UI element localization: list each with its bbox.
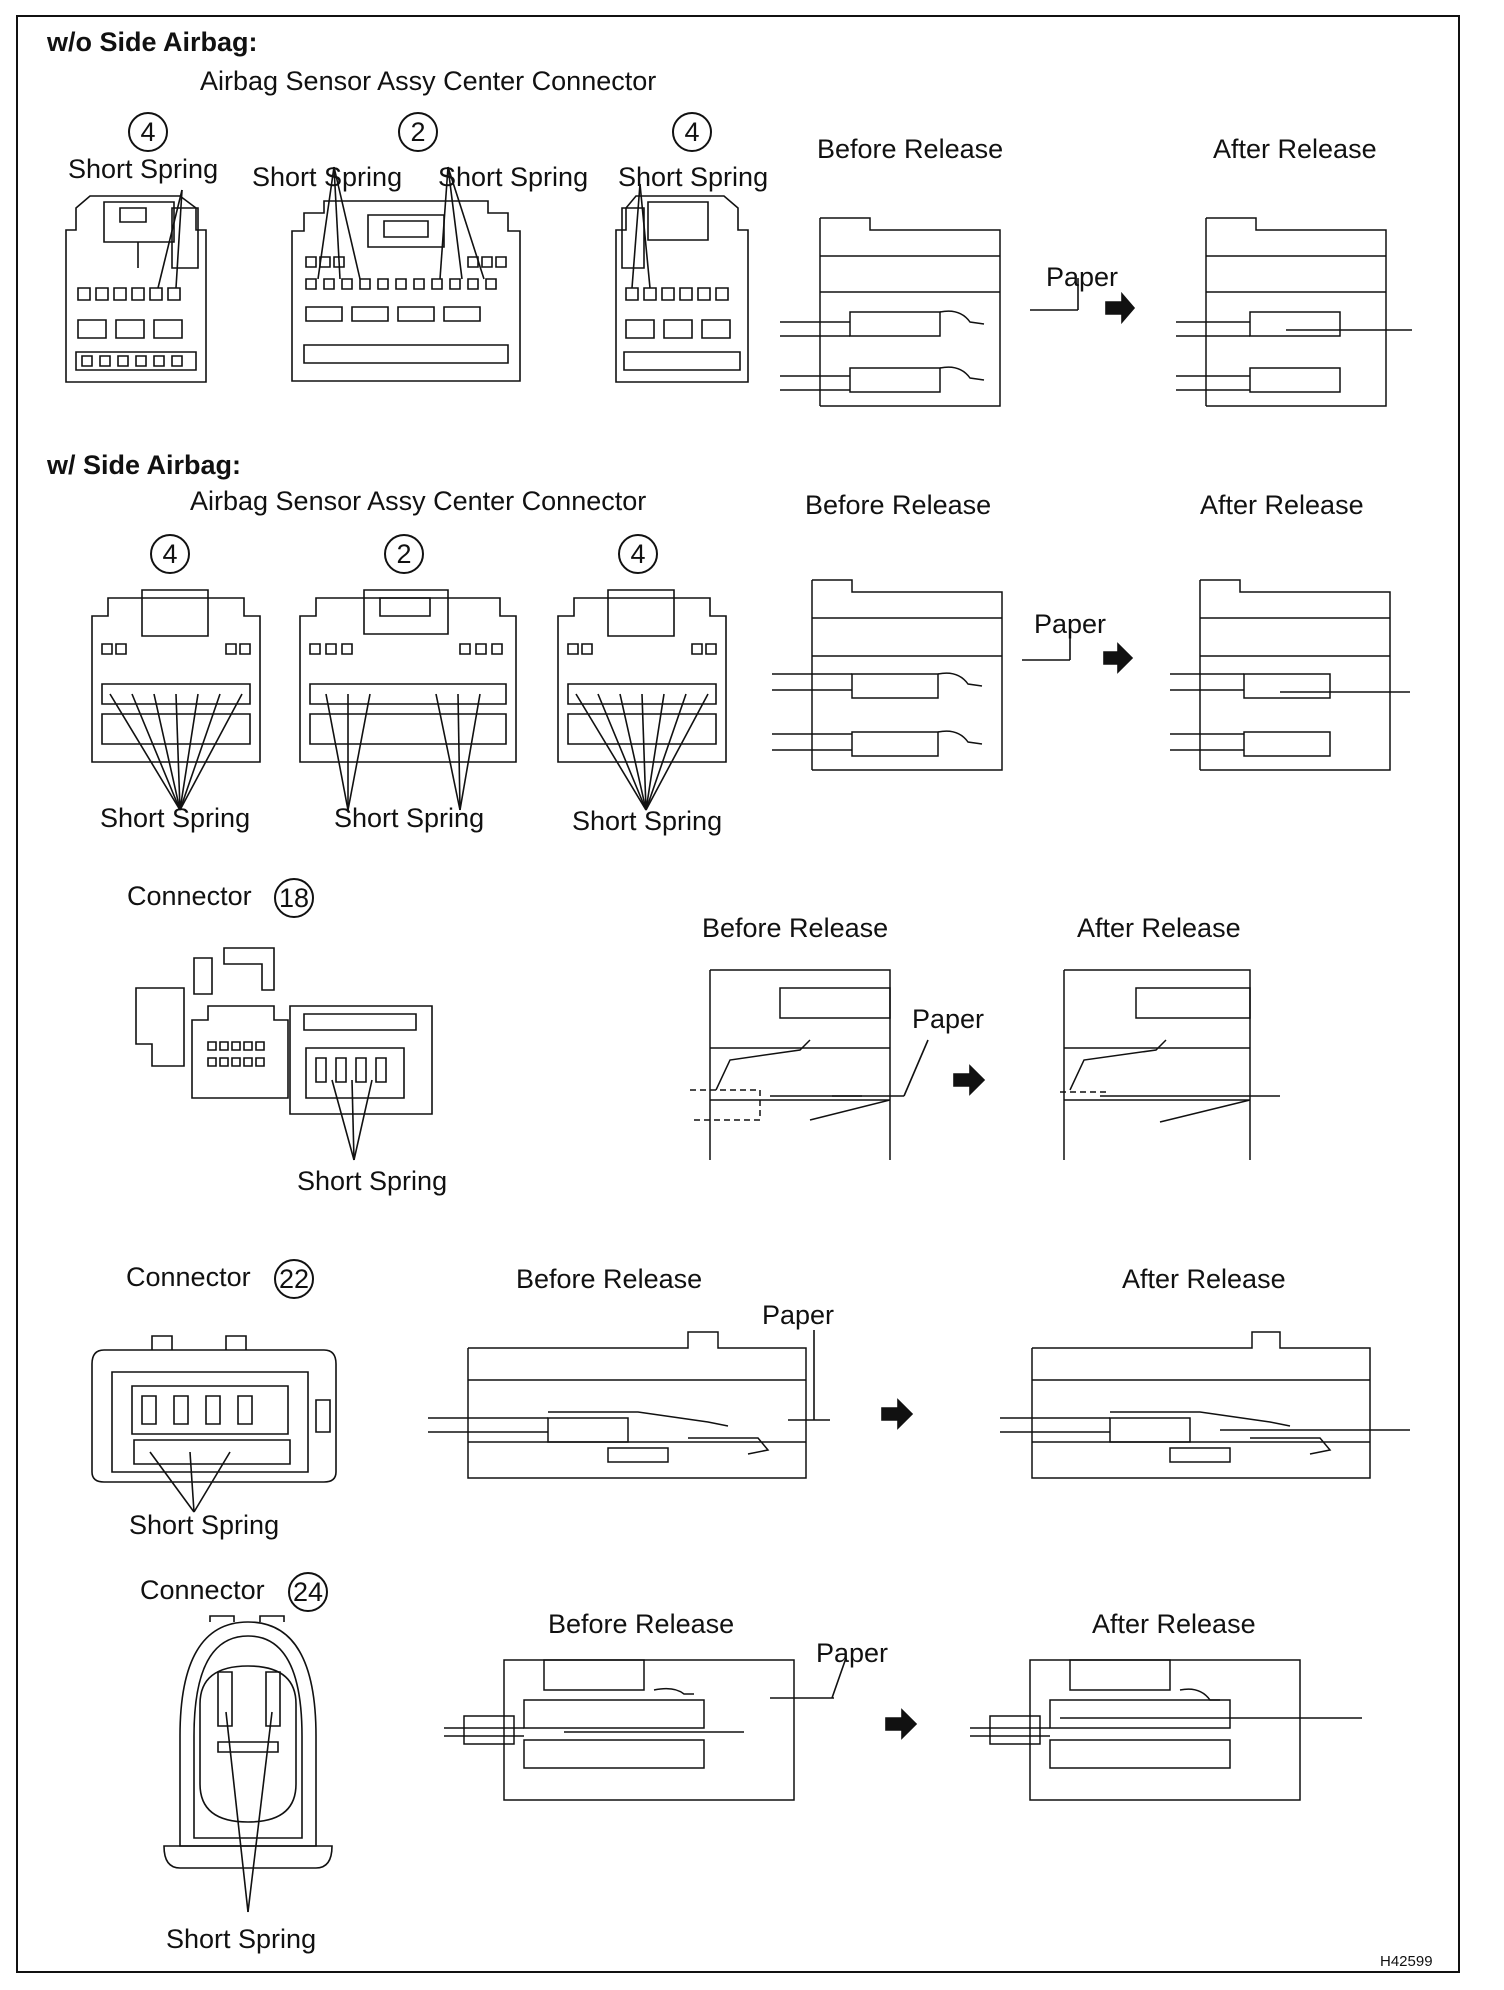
connector-face-drawing bbox=[136, 948, 436, 1158]
short-spring-label: Short Spring bbox=[618, 162, 769, 192]
connector-number-circle: 22 bbox=[274, 1259, 314, 1299]
paper-and-arrow bbox=[760, 1658, 940, 1768]
short-spring-label: Short Spring bbox=[68, 154, 219, 184]
before-release-label: Before Release bbox=[702, 913, 889, 943]
paper-and-arrow bbox=[1030, 276, 1130, 346]
short-spring-label: Short Spring bbox=[297, 1166, 448, 1196]
connector-face-drawing bbox=[160, 1616, 336, 1874]
connector-face-drawing bbox=[60, 190, 210, 386]
connector-face-drawing bbox=[554, 590, 730, 770]
section-heading-w-side-airbag: w/ Side Airbag: bbox=[47, 450, 242, 480]
short-spring-label: Short Spring bbox=[166, 1924, 317, 1954]
after-release-label: After Release bbox=[1213, 134, 1377, 164]
connector-number-circle: 2 bbox=[398, 112, 438, 152]
after-release-label: After Release bbox=[1200, 490, 1364, 520]
figure-code: H42599 bbox=[1380, 1953, 1433, 1970]
after-release-cross-section bbox=[1000, 1318, 1420, 1488]
paper-and-arrow bbox=[832, 1040, 992, 1110]
paper-label: Paper bbox=[816, 1638, 889, 1668]
connector-number-circle: 4 bbox=[672, 112, 712, 152]
short-spring-label: Short Spring bbox=[572, 806, 723, 836]
connector-face-drawing bbox=[288, 195, 524, 385]
connector-label: Connector bbox=[140, 1575, 265, 1605]
connector-face-drawing bbox=[612, 190, 752, 386]
connector-number-circle: 4 bbox=[618, 534, 658, 574]
after-release-cross-section bbox=[1176, 212, 1426, 410]
before-release-label: Before Release bbox=[516, 1264, 703, 1294]
connector-number-circle: 2 bbox=[384, 534, 424, 574]
connector-face-drawing bbox=[88, 590, 264, 770]
after-release-cross-section bbox=[1040, 970, 1290, 1170]
short-spring-label: Short Spring bbox=[334, 803, 485, 833]
short-spring-label: Short Spring bbox=[100, 803, 251, 833]
before-release-label: Before Release bbox=[805, 490, 992, 520]
paper-label: Paper bbox=[1046, 262, 1119, 292]
short-spring-label: Short Spring bbox=[252, 162, 403, 192]
connector-title: Airbag Sensor Assy Center Connector bbox=[200, 66, 657, 96]
paper-label: Paper bbox=[762, 1300, 835, 1330]
before-release-cross-section bbox=[428, 1318, 838, 1488]
before-release-cross-section bbox=[444, 1650, 804, 1810]
short-spring-label: Short Spring bbox=[129, 1510, 280, 1540]
connector-label: Connector bbox=[127, 881, 252, 911]
connector-number-circle: 24 bbox=[288, 1572, 328, 1612]
after-release-cross-section bbox=[1170, 574, 1420, 774]
before-release-label: Before Release bbox=[548, 1609, 735, 1639]
before-release-cross-section bbox=[780, 212, 1010, 410]
before-release-label: Before Release bbox=[817, 134, 1004, 164]
connector-face-drawing bbox=[90, 1336, 340, 1486]
paper-and-arrow bbox=[1020, 622, 1130, 692]
short-spring-label: Short Spring bbox=[438, 162, 589, 192]
before-release-cross-section bbox=[772, 574, 1012, 774]
paper-label: Paper bbox=[912, 1004, 985, 1034]
connector-number-circle: 18 bbox=[274, 878, 314, 918]
after-release-label: After Release bbox=[1077, 913, 1241, 943]
connector-number-circle: 4 bbox=[150, 534, 190, 574]
after-release-label: After Release bbox=[1122, 1264, 1286, 1294]
connector-number-circle: 4 bbox=[128, 112, 168, 152]
connector-label: Connector bbox=[126, 1262, 251, 1292]
connector-title: Airbag Sensor Assy Center Connector bbox=[190, 486, 647, 516]
section-heading-wo-side-airbag: w/o Side Airbag: bbox=[47, 27, 258, 57]
after-release-label: After Release bbox=[1092, 1609, 1256, 1639]
connector-face-drawing bbox=[296, 590, 520, 770]
after-release-cross-section bbox=[970, 1650, 1370, 1810]
paper-and-arrow bbox=[778, 1330, 918, 1430]
figure-frame bbox=[16, 15, 1460, 1973]
